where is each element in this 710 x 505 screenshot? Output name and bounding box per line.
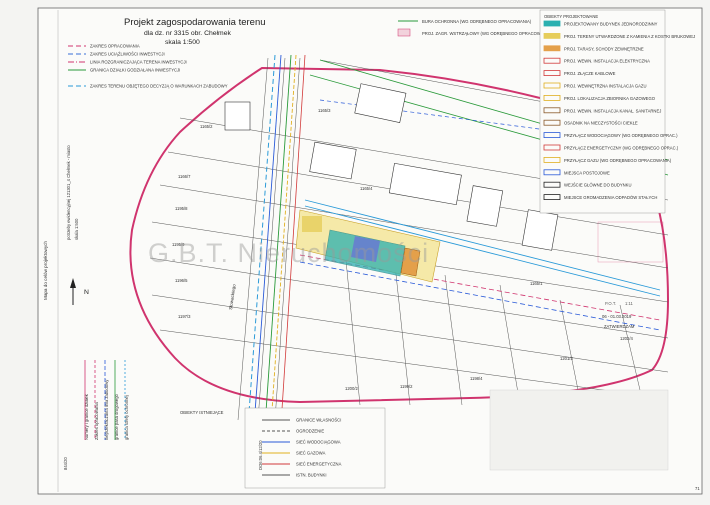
legend-bottom-label: OGRODZENIE [296,429,324,434]
legend-top-left-label: ZAKRES TERENU OBJĘTEGO DECYZJĄ O WARUNKA… [90,84,228,89]
legend-right-label: PROJ. TARASY, SCHODY ZEWNĘTRZNE [564,46,644,51]
north-arrow: N [70,278,89,305]
legend-right-swatch [543,33,561,39]
legend-right-swatch [543,132,561,139]
blank-panel [489,389,669,471]
legend-bottom-label: GRANICE WŁASNOŚCI [296,418,341,423]
legend-right-label: PRZYŁĄCZ ENERGETYCZNY (WG ODRĘBNEGO OPRA… [564,146,679,151]
svg-text:1:11: 1:11 [625,301,634,306]
legend-right: OBIEKTY PROJEKTOWANE PROJEKTOWANY BUDYNE… [539,9,695,214]
svg-text:nieprzekraczalna linia zabudow: nieprzekraczalna linia zabudowy [104,379,109,440]
legend-right-label: MIEJSCE GROMADZENIA ODPADÓW STAŁYCH [564,195,657,200]
svg-text:1199/2: 1199/2 [400,384,413,389]
legend-right-swatch [543,57,561,64]
legend-top-left-label: LINIA ROZGRANICZAJĄCA TERENA INWESTYCJI [90,60,187,65]
left-panel-footnote: Mapa do celów projektowych [43,241,48,300]
legend-right-swatch [543,45,561,52]
title-line-1: Projekt zagospodarowania terenu [124,17,266,28]
existing-buildings [224,83,559,251]
legend-right-label: PROJ. WEWNĘTRZNA INSTALACJA GAZU [564,84,647,89]
legend-right-swatch [543,20,561,27]
legend-bottom: OBIEKTY ISTNIEJĄCE GRANICE WŁASNOŚCI OGRO… [180,407,386,489]
svg-text:1166/7: 1166/7 [178,174,191,179]
legend-bottom-label: ISTN. BUDYNKI [296,473,326,478]
left-panel: Mapa do celów projektowych potrzeby ewid… [43,10,129,492]
left-panel-notes: potrzeby ewidencyjnej 121301_4 Chełmek -… [66,145,71,240]
svg-text:granica strefy ochronnej: granica strefy ochronnej [124,395,129,440]
legend-right-label: WEJŚCIE GŁÓWNE DO BUDYNKU [564,183,631,188]
legend-right-label: PROJ. WEWN. INSTALACJA ELEKTRYCZNA [564,59,650,64]
north-label: N [84,289,89,296]
legend-right-label: PROJEKTOWANY BUDYNEK JEDNORODZINNY [564,22,658,27]
legend-right-swatch [543,181,561,188]
title-line-3: skala 1:500 [165,39,200,46]
legend-right-label: PROJ. WEWN. INSTALACJA KANAŁ. SANITARNEJ [564,108,661,113]
svg-text:1202/4: 1202/4 [620,336,633,341]
legend-top-left: ZAKRES OPRACOWANIA ZAKRES UCIĄŻLIWOŚCI IN… [68,44,228,89]
svg-text:1195/9: 1195/9 [172,242,185,247]
legend-right-label: PROJ. ZŁĄCZE KABLOWE [564,71,616,76]
svg-text:BURA OCHRONNA (WG ODRĘBNEGO OP: BURA OCHRONNA (WG ODRĘBNEGO OPRACOWANIA) [422,19,532,24]
legend-right-label: PRZYŁĄCZ WODOCIĄGOWY (WG ODRĘBNEGO OPRAC… [564,133,678,138]
plot-labels: 1165/2 1165/3 1165/4 1165/1 1165/5 1166/… [172,108,633,391]
left-panel-scale: skala 1:500 [74,218,79,240]
svg-text:1165/2: 1165/2 [200,124,213,129]
legend-bottom-heading: OBIEKTY ISTNIEJĄCE [180,410,224,415]
legend-right-swatch [543,119,561,126]
svg-text:Numery i granice działek: Numery i granice działek [84,393,89,440]
legend-right-label: OSADNIK NA NIECZYSTOŚCI CIEKŁE [564,121,638,126]
svg-text:P.O.T.: P.O.T. [605,301,616,306]
svg-text:1200/2: 1200/2 [345,386,358,391]
svg-text:ZATWIERDZAM: ZATWIERDZAM [604,324,635,329]
legend-bottom-label: SIEĆ GAZOWA [296,451,326,456]
svg-text:Zakres opracowania: Zakres opracowania [94,402,99,440]
legend-bottom-label: SIEĆ WODOCIĄGOWA [296,440,341,445]
legend-right-swatch [543,194,561,201]
legend-top-left-label: ZAKRES UCIĄŻLIWOŚCI INWESTYCJI [90,52,165,57]
svg-text:1201/3: 1201/3 [560,356,573,361]
legend-right-swatch [543,95,561,101]
legend-top-mid: BURA OCHRONNA (WG ODRĘBNEGO OPRACOWANIA)… [397,19,552,37]
legend-right-label: MIEJSCA POSTOJOWE [564,170,610,175]
legend-right-label: PROJ. TERENY UTWARDZONE Z KAMIENIA Z KOS… [564,34,695,39]
svg-text:1198/4: 1198/4 [470,376,483,381]
svg-text:PROJ. ZAGR. WSTRZĄŁOWY (WG ODR: PROJ. ZAGR. WSTRZĄŁOWY (WG ODRĘBNEGO OPR… [422,31,552,36]
legend-right-swatch [543,70,561,76]
planned-house [295,209,441,283]
approval-stamp: P.O.T. 1:11 06 - 01.03.2019 ZATWIERDZAM [597,221,664,329]
watermark: G.B.T. Nieruchomości [148,238,429,268]
legend-right-swatch [543,156,561,163]
svg-text:granice pasa drogowego: granice pasa drogowego [114,393,119,440]
svg-text:1197/3: 1197/3 [178,314,191,319]
road-label: Słowackiego [228,283,237,310]
legend-right-heading: OBIEKTY PROJEKTOWANE [544,14,598,19]
title-line-2: dla dz. nr 3315 obr. Chełmek [144,30,232,37]
left-panel-legend: Numery i granice działek Zakres opracowa… [84,379,129,440]
legend-top-left-label: ZAKRES OPRACOWANIA [90,44,140,49]
svg-text:1195/8: 1195/8 [175,206,188,211]
legend-bottom-label: SIEĆ ENERGETYCZNA [296,462,342,467]
blue-code: DO6:06.4/12/20 [258,440,263,470]
svg-text:1165/4: 1165/4 [360,186,373,191]
legend-top-left-label: GRANICA DZIAŁKI GODZIAŁANA INWESTYCJI [90,68,180,73]
legend-right-swatch [543,144,561,151]
svg-text:1165/1: 1165/1 [530,281,543,286]
legend-right-label: PROJ. LOKALIZACJA ZBIORNIKA GAZOWEGO [564,96,656,101]
left-panel-side-code: 844/20 [63,457,68,470]
svg-text:06 - 01.03.2019: 06 - 01.03.2019 [602,314,632,319]
svg-text:1165/3: 1165/3 [318,108,331,113]
legend-right-swatch [543,107,561,114]
legend-right-swatch [543,169,561,176]
corner-code: 71 [695,486,700,491]
legend-right-label: PRZYŁĄCZ GAZU (WG ODRĘBNEGO OPRACOWANIA) [564,158,672,163]
legend-right-swatch [543,82,561,89]
title-block: Projekt zagospodarowania terenu dla dz. … [124,17,266,46]
svg-text:1196/5: 1196/5 [175,278,188,283]
